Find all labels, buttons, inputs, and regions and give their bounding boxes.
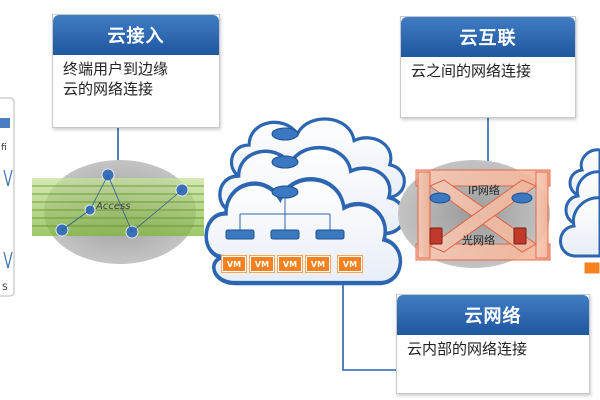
antenna-icon-2	[3, 251, 13, 269]
ip-network-label: IP网络	[468, 184, 500, 197]
cloud-interconnect-title: 云互联	[401, 17, 575, 57]
optical-band-left	[417, 171, 431, 259]
vm-box: VM	[222, 256, 246, 272]
access-area	[32, 160, 204, 264]
cloud-access-title: 云接入	[53, 15, 219, 55]
vm-box: VM	[278, 256, 302, 272]
optical-band-diag-2	[428, 179, 538, 253]
vm-box: VM	[306, 256, 330, 272]
cloud-network-callout: 云网络 云内部的网络连接	[396, 294, 590, 394]
optical-band-top	[415, 169, 551, 187]
access-switch-icon	[270, 229, 300, 240]
antenna-icon	[3, 169, 13, 187]
vm-box: VM	[250, 256, 274, 272]
remote-cloud-partial	[559, 148, 600, 275]
cloud-network-connector-line	[342, 272, 396, 371]
left-device-panel: fi S	[0, 97, 15, 297]
cloud-access-desc-line2: 云的网络连接	[63, 80, 154, 98]
core-router-icon	[271, 155, 299, 169]
laptop-icon	[0, 118, 10, 128]
access-label: Access	[96, 201, 131, 212]
s-text-fragment: S	[2, 283, 8, 293]
datacenter-cloud-stack	[206, 117, 407, 283]
cloud-interconnect-description: 云之间的网络连接	[411, 62, 532, 80]
access-switch-icon	[225, 229, 255, 240]
cloud-network-title: 云网络	[397, 295, 589, 335]
wifi-text-fragment: fi	[1, 143, 7, 153]
access-switch-icon	[315, 229, 345, 240]
cloud-access-desc-line1: 终端用户到边缘	[63, 60, 169, 78]
cloud-interconnect-callout: 云互联 云之间的网络连接	[400, 16, 576, 118]
vm-box: VM	[338, 256, 362, 272]
ip-router-icon	[429, 192, 451, 204]
optical-node-icon	[513, 227, 527, 245]
ip-router-icon	[511, 192, 533, 204]
core-router-icon	[271, 127, 299, 141]
optical-network-label: 光网络	[462, 234, 495, 247]
optical-node-icon	[429, 227, 443, 245]
cloud-access-callout: 云接入 终端用户到边缘 云的网络连接	[52, 14, 220, 128]
core-router-icon	[271, 185, 299, 199]
optical-band-right	[535, 171, 549, 259]
cloud-network-description: 云内部的网络连接	[407, 340, 528, 358]
cloud-access-description: 终端用户到边缘 云的网络连接	[53, 55, 219, 103]
interconnect-area	[398, 160, 551, 268]
